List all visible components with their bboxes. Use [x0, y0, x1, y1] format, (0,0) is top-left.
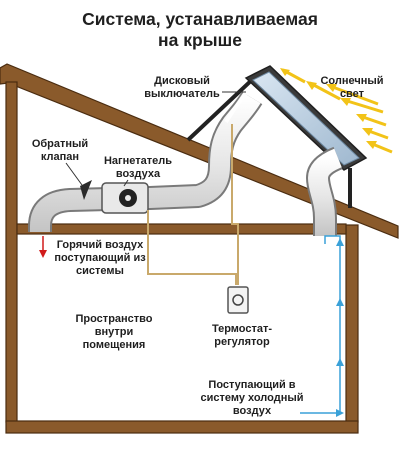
- sun-ray-arrow: [306, 81, 341, 101]
- check-valve-mark: [80, 180, 92, 200]
- sun-ray-arrow: [326, 84, 379, 106]
- diagram-title-line-2: на крыше: [158, 30, 242, 50]
- label-interior-line-2: внутри: [95, 326, 134, 338]
- cold-air-arrow-head: [336, 298, 344, 306]
- sun-ray-arrow: [366, 141, 393, 154]
- collector-glass: [252, 71, 360, 166]
- hot-air-arrow: [39, 236, 47, 258]
- label-interior-line-3: помещения: [83, 339, 146, 351]
- control-wiring: [147, 124, 239, 285]
- cold-air-arrow-head: [336, 238, 344, 246]
- diagram-title-line-1: Система, устанавливаемая: [82, 9, 318, 29]
- thermostat: [227, 286, 249, 314]
- label-blower-line-1: Нагнетатель: [104, 155, 172, 167]
- label-thermostat-line-1: Термостат-: [212, 323, 272, 335]
- label-cold-air-line-1: Поступающий в: [208, 379, 295, 391]
- sun-ray-arrow: [280, 68, 306, 84]
- wire-switch-to-thermostat: [231, 124, 239, 285]
- cold-air-arrows: [300, 235, 344, 417]
- label-interior-line-1: Пространство: [75, 313, 152, 325]
- air-blower: [101, 182, 149, 214]
- sun-ray-arrow: [340, 98, 384, 114]
- label-cold-air: Поступающий в систему холодный воздух: [200, 379, 303, 417]
- label-disk-switch-line-1: Дисковый: [154, 75, 210, 87]
- label-blower-line-2: воздуха: [116, 168, 161, 180]
- label-disk-switch-line-2: выключатель: [144, 88, 220, 100]
- roof-slope: [0, 63, 399, 239]
- sun-ray-arrow: [356, 114, 387, 127]
- label-hot-air: Горячий воздух поступающий из системы: [54, 239, 146, 277]
- label-disk-switch: Дисковый выключатель: [144, 75, 246, 100]
- label-hot-air-line-3: системы: [76, 265, 124, 277]
- sun-rays: [280, 68, 393, 154]
- cold-air-duct: [305, 146, 343, 236]
- label-blower: Нагнетатель воздуха: [104, 155, 172, 187]
- solar-collector: [186, 65, 368, 208]
- floor-beam: [5, 420, 359, 434]
- label-check-valve: Обратный клапан: [32, 138, 88, 186]
- label-thermostat-line-2: регулятор: [214, 336, 270, 348]
- thermostat-dial: [232, 294, 244, 306]
- right-wall: [345, 224, 359, 423]
- label-check-valve-line-1: Обратный: [32, 138, 88, 150]
- hot-air-duct: [28, 90, 263, 238]
- left-wall: [5, 81, 18, 423]
- label-sunlight-line-2: свет: [340, 88, 365, 100]
- label-interior: Пространство внутри помещения: [75, 313, 152, 351]
- collector-support-left: [186, 76, 256, 142]
- label-cold-air-line-2: систему холодный: [200, 392, 303, 404]
- wire-blower-to-thermostat: [147, 210, 237, 285]
- ceiling-beam: [16, 223, 347, 235]
- label-hot-air-line-2: поступающий из: [54, 252, 146, 264]
- thermostat-box: [227, 286, 249, 314]
- label-cold-air-line-3: воздух: [233, 405, 272, 417]
- label-check-valve-line-2: клапан: [41, 151, 79, 163]
- cold-air-arrow-head: [336, 409, 344, 417]
- label-sunlight-line-1: Солнечный: [320, 75, 383, 87]
- check-valve: [80, 180, 92, 200]
- house-structure: [0, 63, 399, 434]
- label-thermostat: Термостат- регулятор: [212, 323, 272, 348]
- label-sunlight: Солнечный свет: [320, 75, 383, 100]
- sun-ray-arrow: [362, 128, 389, 140]
- cold-air-arrow-head: [336, 358, 344, 366]
- label-hot-air-line-1: Горячий воздух: [57, 239, 144, 251]
